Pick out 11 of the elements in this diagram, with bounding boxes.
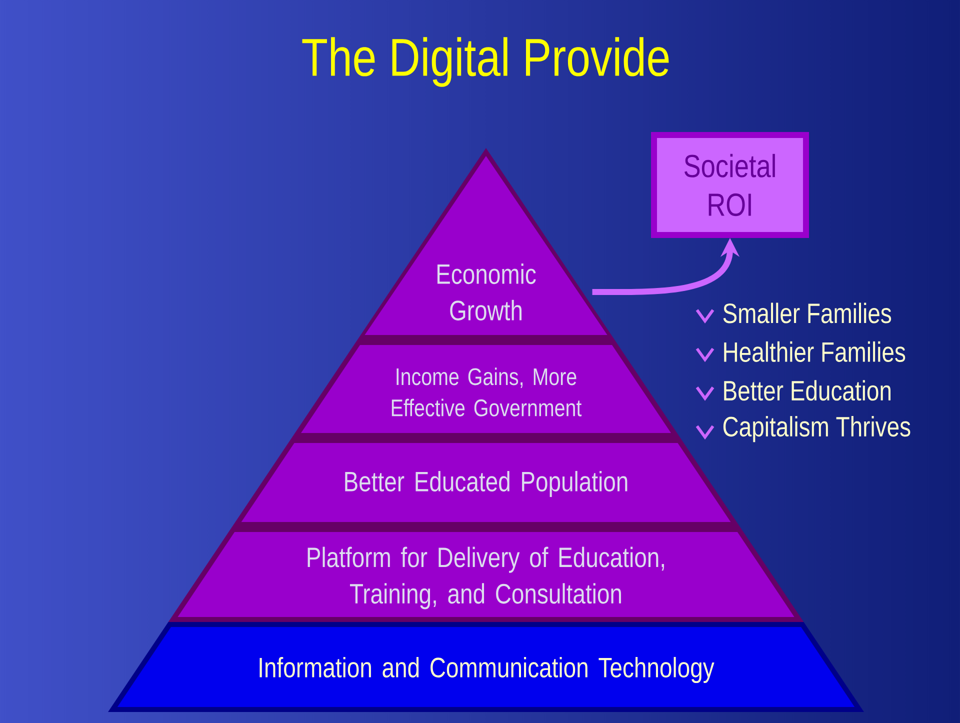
pyramid-level: Information and Communication Technology	[260, 656, 714, 684]
pyramid-level: Better Educated Population	[345, 470, 628, 498]
pyramid-level: Economic Growth	[437, 264, 536, 320]
list-item: Better Education	[724, 380, 890, 401]
pyramid-level: Platform for Delivery of Education, Training, and Consultation	[308, 546, 664, 610]
list-item: Smaller Families	[723, 302, 892, 324]
pyramid-level: Income Gains, More Effective Government	[392, 368, 582, 416]
list-item: Healthier Families	[724, 341, 906, 362]
result-box: Societal ROI	[651, 132, 809, 238]
list-item: Capitalism Thrives	[723, 416, 910, 442]
title: The Digital Provide	[302, 37, 669, 87]
